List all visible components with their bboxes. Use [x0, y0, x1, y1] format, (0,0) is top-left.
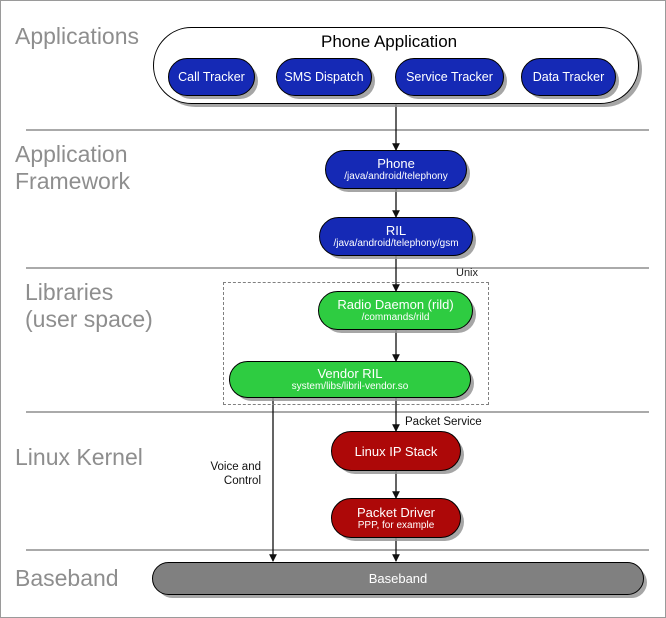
section-label-applications: Applications [15, 23, 140, 49]
edge-label-voice-and-control: Voice and Control [210, 461, 261, 487]
section-label-application-framework: Application Framework [15, 141, 131, 194]
section-label-linux-kernel: Linux Kernel [15, 444, 143, 470]
node-packet-driver-title: Packet Driver [356, 504, 436, 520]
app-node-service-tracker[interactable]: Service Tracker [395, 58, 504, 96]
edge-label-packet-service: Packet Service [405, 416, 482, 428]
node-phone-subtitle: /java/android/telephony [344, 171, 448, 182]
app-node-call-tracker[interactable]: Call Tracker [168, 58, 255, 96]
node-baseband[interactable]: Baseband [152, 562, 644, 595]
app-label-data-tracker: Data Tracker [532, 69, 605, 84]
node-ril-title: RIL [385, 223, 407, 238]
node-phone[interactable]: Phone /java/android/telephony [325, 150, 467, 189]
node-packet-driver-subtitle: PPP, for example [357, 519, 435, 531]
section-label-baseband: Baseband [15, 565, 119, 591]
node-linux-ip-stack-title: Linux IP Stack [354, 443, 438, 459]
unix-boundary-box [223, 282, 489, 405]
node-vendor-ril-subtitle: system/libs/libril-vendor.so [291, 381, 409, 392]
node-baseband-title: Baseband [368, 571, 428, 586]
app-label-sms-dispatch: SMS Dispatch [284, 69, 364, 84]
node-radio-daemon[interactable]: Radio Daemon (rild) /commands/rild [318, 291, 473, 330]
node-packet-driver[interactable]: Packet Driver PPP, for example [331, 498, 461, 538]
node-ril-subtitle: /java/android/telephony/gsm [333, 238, 459, 249]
app-node-data-tracker[interactable]: Data Tracker [521, 58, 616, 96]
node-vendor-ril-title: Vendor RIL [317, 366, 383, 381]
node-radio-daemon-subtitle: /commands/rild [361, 312, 430, 323]
app-node-sms-dispatch[interactable]: SMS Dispatch [276, 58, 372, 96]
section-label-libraries: Libraries (user space) [25, 279, 153, 332]
node-vendor-ril[interactable]: Vendor RIL system/libs/libril-vendor.so [229, 361, 471, 398]
phone-application-title: Phone Application [321, 32, 458, 51]
node-linux-ip-stack[interactable]: Linux IP Stack [331, 431, 461, 471]
node-ril[interactable]: RIL /java/android/telephony/gsm [319, 217, 473, 256]
app-label-service-tracker: Service Tracker [406, 69, 493, 84]
app-label-call-tracker: Call Tracker [178, 69, 245, 84]
node-radio-daemon-title: Radio Daemon (rild) [337, 297, 454, 312]
node-phone-title: Phone [377, 156, 415, 171]
unix-boundary-label: Unix [456, 267, 479, 279]
